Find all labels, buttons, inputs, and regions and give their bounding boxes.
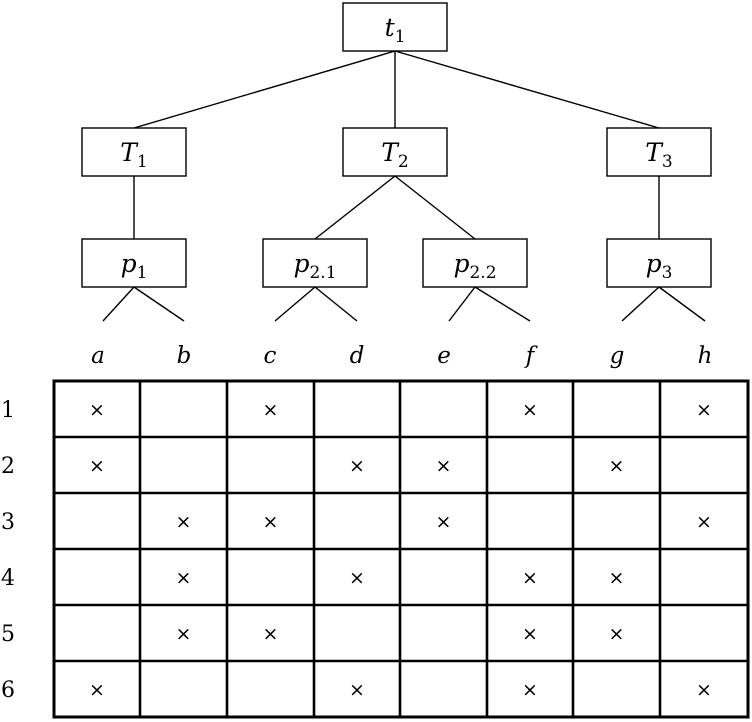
edge-p2.2-to-f xyxy=(474,286,531,322)
edge-T2-to-p2.1 xyxy=(314,175,396,240)
node-T3-box xyxy=(606,127,712,177)
mark-row-2-a: × xyxy=(89,455,105,477)
node-p3: p3 xyxy=(606,238,712,288)
leaf-label-g: g xyxy=(610,343,625,369)
mark-row-4-g: × xyxy=(609,567,625,589)
mark-row-1-a: × xyxy=(89,399,105,421)
edge-p2.1-to-d xyxy=(314,286,358,322)
node-t1-box xyxy=(342,2,448,52)
node-p2.2-label: p2.2 xyxy=(453,249,496,283)
mark-row-2-g: × xyxy=(609,455,625,477)
node-p2.2: p2.2 xyxy=(422,238,528,288)
row-label-5: 5 xyxy=(1,622,15,647)
node-T2-label: T2 xyxy=(381,138,409,172)
node-T3: T3 xyxy=(606,127,712,177)
row-label-4: 4 xyxy=(1,566,15,591)
mark-row-2-d: × xyxy=(349,455,365,477)
node-p1-box xyxy=(81,238,187,288)
mark-row-6-f: × xyxy=(522,679,538,701)
node-T3-label: T3 xyxy=(645,138,673,172)
edge-root-to-T1 xyxy=(133,50,396,129)
node-T1-label: T1 xyxy=(120,138,148,172)
leaf-label-d: d xyxy=(350,343,365,369)
row-label-6: 6 xyxy=(1,678,15,703)
mark-row-1-h: × xyxy=(696,399,712,421)
mark-row-5-b: × xyxy=(176,623,192,645)
mark-row-6-d: × xyxy=(349,679,365,701)
edge-p2.2-to-e xyxy=(448,286,476,322)
node-p3-label: p3 xyxy=(646,249,673,283)
tree-edges xyxy=(102,50,706,322)
edge-p3-to-g xyxy=(621,286,660,322)
assignment-table: 1 × × × × 2 × × × × 3 × × × × 4 × × × × 5 × × × × 6 × × × × xyxy=(1,379,750,719)
mark-row-1-c: × xyxy=(263,399,279,421)
leaf-label-h: h xyxy=(698,343,713,369)
node-p2.1-label: p2.1 xyxy=(293,249,336,283)
mark-row-4-d: × xyxy=(349,567,365,589)
node-p2.1: p2.1 xyxy=(262,238,368,288)
leaf-label-e: e xyxy=(437,343,451,369)
mark-row-3-h: × xyxy=(696,511,712,533)
mark-row-4-f: × xyxy=(522,567,538,589)
node-p2.2-box xyxy=(422,238,528,288)
node-T2-box xyxy=(342,127,448,177)
mark-row-3-e: × xyxy=(436,511,452,533)
node-t1-label: t1 xyxy=(385,13,406,47)
edge-p1-to-b xyxy=(133,286,185,322)
row-label-3: 3 xyxy=(1,510,15,535)
node-t1: t1 xyxy=(342,2,448,52)
mark-row-6-h: × xyxy=(696,679,712,701)
mark-row-5-c: × xyxy=(263,623,279,645)
leaf-label-a: a xyxy=(91,343,105,369)
leaf-label-b: b xyxy=(177,343,192,369)
node-p1: p1 xyxy=(81,238,187,288)
mark-row-6-a: × xyxy=(89,679,105,701)
node-p3-box xyxy=(606,238,712,288)
edge-p3-to-h xyxy=(658,286,706,322)
mark-row-2-e: × xyxy=(436,455,452,477)
edge-p2.1-to-c xyxy=(274,286,316,322)
node-T1: T1 xyxy=(81,127,187,177)
mark-row-1-f: × xyxy=(522,399,538,421)
node-T2: T2 xyxy=(342,127,448,177)
leaf-label-f: f xyxy=(524,343,538,369)
row-label-2: 2 xyxy=(1,454,15,479)
mark-row-5-g: × xyxy=(609,623,625,645)
mark-row-3-c: × xyxy=(263,511,279,533)
mark-row-3-b: × xyxy=(176,511,192,533)
edge-p1-to-a xyxy=(102,286,135,322)
node-T1-box xyxy=(81,127,187,177)
row-label-1: 1 xyxy=(1,398,15,423)
node-p2.1-box xyxy=(262,238,368,288)
mark-row-4-b: × xyxy=(176,567,192,589)
edge-T2-to-p2.2 xyxy=(394,175,476,240)
node-p1-label: p1 xyxy=(121,249,148,283)
mark-row-5-f: × xyxy=(522,623,538,645)
leaf-labels: a b c d e f g h xyxy=(91,343,712,369)
edge-root-to-T3 xyxy=(394,50,660,129)
leaf-label-c: c xyxy=(264,343,277,369)
